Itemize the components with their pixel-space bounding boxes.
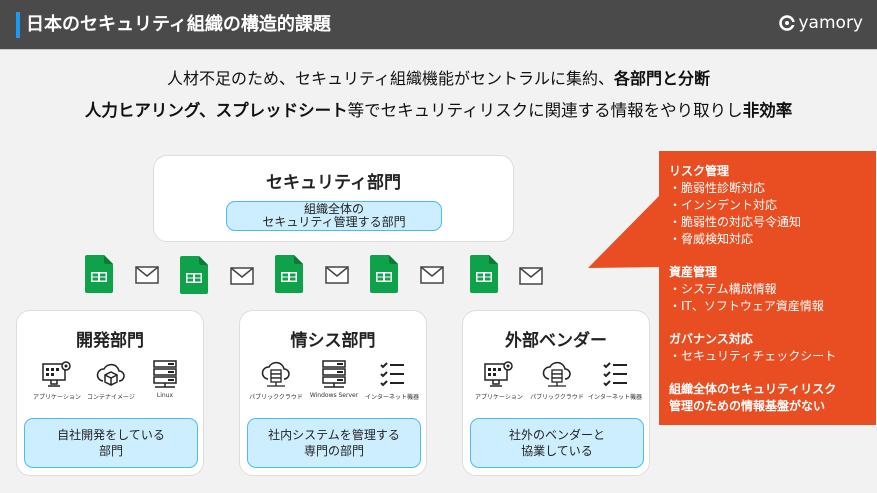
page-title: 日本のセキュリティ組織の構造的課題 <box>26 14 331 35</box>
mail-icon <box>230 267 254 285</box>
group-item: ・システム構成情報 <box>669 282 777 296</box>
desc-line: 社外のベンダーと <box>508 428 605 442</box>
header: 日本のセキュリティ組織の構造的課題 yamory <box>0 0 877 50</box>
server-icon <box>319 359 349 389</box>
cloud-server-icon <box>542 359 572 389</box>
windows-server-item: Windows Server <box>304 359 364 399</box>
vendor-card: 外部ベンダー アプリケーション パブリッククラウド インターネット機器 社外のベ… <box>462 310 650 476</box>
desc-line: 専門の部門 <box>303 444 364 458</box>
group-title: リスク管理 <box>669 164 730 178</box>
card-title: セキュリティ部門 <box>266 173 401 193</box>
card-description: 社内システムを管理する専門の部門 <box>247 418 421 468</box>
public-cloud-item: パブリッククラウド <box>246 359 306 401</box>
group-item: ・IT、ソフトウェア資産情報 <box>669 299 824 313</box>
subtitle-emphasis: 各部門と分断 <box>614 69 711 88</box>
logo-text: yamory <box>798 13 864 33</box>
conclusion-line: 管理のための情報基盤がない <box>669 399 826 413</box>
public-cloud-item: パブリッククラウド <box>527 359 587 401</box>
icon-label: Windows Server <box>309 392 359 399</box>
network-device-item: インターネット機器 <box>362 359 422 401</box>
checklist-icon <box>600 359 630 389</box>
cloud-server-icon <box>261 359 291 389</box>
spreadsheet-icon <box>370 255 398 293</box>
desc-line: 部門 <box>98 444 123 458</box>
callout-pointer <box>588 195 660 268</box>
dev-dept-card: 開発部門 アプリケーション コンテナイメージ Linux 自社開発をしている部門 <box>16 310 204 476</box>
spreadsheet-icon <box>85 255 113 293</box>
desc-line: 組織全体の <box>303 202 364 216</box>
issues-callout: リスク管理 ・脆弱性診断対応 ・インシデント対応 ・脆弱性の対応号令通知 ・脅威… <box>659 151 876 425</box>
container-item: コンテナイメージ <box>81 359 141 401</box>
group-item: ・脆弱性の対応号令通知 <box>669 215 802 229</box>
desc-line: 自社開発をしている <box>57 428 165 442</box>
mail-icon <box>135 266 159 284</box>
subtitle-line-1: 人材不足のため、セキュリティ組織機能がセントラルに集約、各部門と分断 <box>0 65 877 89</box>
container-image-icon <box>96 359 126 389</box>
desc-line: セキュリティ管理する部門 <box>262 215 406 229</box>
group-item: ・脆弱性診断対応 <box>669 181 766 195</box>
subtitle-text: 等でセキュリティリスクに関連する情報をやり取りし <box>347 101 743 120</box>
icon-label: コンテナイメージ <box>87 394 135 401</box>
callout-group-risk: リスク管理 ・脆弱性診断対応 ・インシデント対応 ・脆弱性の対応号令通知 ・脅威… <box>669 163 866 248</box>
spreadsheet-icon <box>275 255 303 293</box>
checklist-icon <box>377 359 407 389</box>
icon-label: インターネット機器 <box>364 394 419 401</box>
icon-label: Linux <box>156 392 174 399</box>
group-item: ・セキュリティチェックシート <box>669 349 837 363</box>
callout-group-governance: ガバナンス対応 ・セキュリティチェックシート <box>669 331 866 365</box>
desc-line: 協業している <box>521 444 593 458</box>
security-dept-card: セキュリティ部門 組織全体のセキュリティ管理する部門 <box>153 155 514 242</box>
subtitle-text: 人材不足のため、セキュリティ組織機能がセントラルに集約、 <box>166 69 615 88</box>
accent-bar <box>16 12 20 38</box>
linux-item: Linux <box>135 359 195 399</box>
mail-icon <box>519 267 543 285</box>
icon-label: パブリッククラウド <box>249 394 303 401</box>
card-description: 組織全体のセキュリティ管理する部門 <box>226 201 442 231</box>
spreadsheet-icon <box>470 255 498 293</box>
group-item: ・脅威検知対応 <box>669 232 754 246</box>
callout-conclusion: 組織全体のセキュリティリスク 管理のための情報基盤がない <box>669 381 866 415</box>
desc-line: 社内システムを管理する <box>268 428 400 442</box>
it-dept-card: 情シス部門 パブリッククラウド Windows Server インターネット機器… <box>239 310 427 476</box>
yamory-logo: yamory <box>778 13 864 33</box>
icon-label: パブリッククラウド <box>530 394 584 401</box>
subtitle-emphasis: 非効率 <box>742 101 793 120</box>
application-icon <box>484 359 514 389</box>
network-device-item: インターネット機器 <box>585 359 645 401</box>
callout-group-asset: 資産管理 ・システム構成情報 ・IT、ソフトウェア資産情報 <box>669 264 866 315</box>
mail-icon <box>420 266 444 284</box>
group-item: ・インシデント対応 <box>669 198 778 212</box>
icon-label: アプリケーション <box>33 394 81 401</box>
yamory-logo-icon <box>778 15 795 31</box>
application-icon <box>42 359 72 389</box>
mail-icon <box>325 266 349 284</box>
conclusion-line: 組織全体のセキュリティリスク <box>669 382 837 396</box>
application-item: アプリケーション <box>469 359 529 401</box>
server-icon <box>150 359 180 389</box>
card-description: 自社開発をしている部門 <box>24 418 198 468</box>
card-title: 開発部門 <box>76 331 144 351</box>
card-title: 外部ベンダー <box>505 331 607 351</box>
subtitle-line-2: 人力ヒアリング、スプレッドシート等でセキュリティリスクに関連する情報をやり取りし… <box>0 97 877 121</box>
group-title: 資産管理 <box>669 265 718 279</box>
spreadsheet-icon <box>180 256 208 294</box>
card-description: 社外のベンダーと協業している <box>470 418 644 468</box>
application-item: アプリケーション <box>27 359 87 401</box>
card-title: 情シス部門 <box>290 331 376 351</box>
icon-label: アプリケーション <box>475 394 523 401</box>
group-title: ガバナンス対応 <box>669 332 753 346</box>
icon-label: インターネット機器 <box>587 394 642 401</box>
subtitle-emphasis: 人力ヒアリング、スプレッドシート <box>84 101 348 120</box>
